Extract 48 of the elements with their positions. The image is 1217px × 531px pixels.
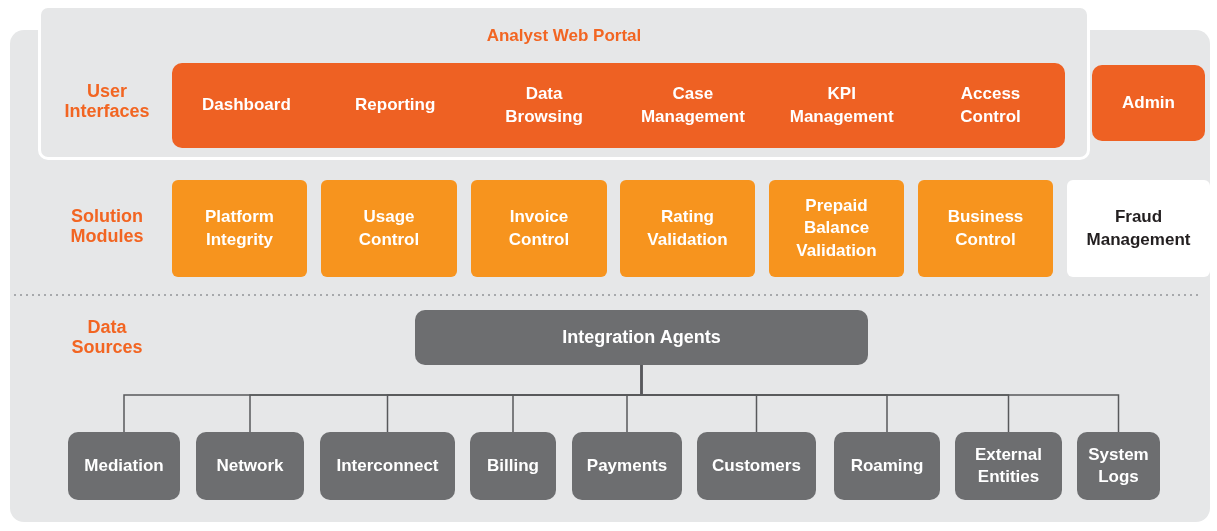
box-label: System Logs: [1087, 443, 1150, 488]
source-box: [470, 432, 556, 500]
box-label: Admin: [1122, 91, 1175, 114]
portal-panel: [38, 5, 1090, 160]
box-label: Usage Control: [357, 206, 421, 251]
source-box: [415, 310, 868, 365]
box-label: Billing: [487, 454, 539, 477]
source-box: [320, 432, 455, 500]
box-label: Platform Integrity: [204, 206, 275, 251]
module-box: [321, 180, 457, 277]
menu-item: Case Management: [639, 83, 746, 128]
box-label: Invoice Control: [507, 206, 571, 251]
module-box: [769, 180, 904, 277]
source-box: [697, 432, 816, 500]
source-box: [68, 432, 180, 500]
box-label: Payments: [586, 454, 668, 477]
source-box: [1077, 432, 1160, 500]
box-label: Prepaid Balance Validation: [795, 195, 878, 262]
box-label: Interconnect: [336, 454, 439, 477]
module-box: [172, 180, 307, 277]
menu-item: Access Control: [959, 83, 1022, 128]
menu-item: Reporting: [354, 94, 437, 117]
menu-bar: [172, 63, 1065, 148]
box-label: Roaming: [850, 454, 924, 477]
source-box: [834, 432, 940, 500]
module-box: [620, 180, 755, 277]
panel-heading: Analyst Web Portal: [485, 25, 643, 47]
menu-item: Data Browsing: [504, 83, 584, 128]
box-label: Business Control: [946, 206, 1025, 251]
source-box: [955, 432, 1062, 500]
module-box: [471, 180, 607, 277]
module-box: [918, 180, 1053, 277]
module-box: [1067, 180, 1210, 277]
box-label: External Entities: [973, 443, 1044, 488]
layer-label: Solution Modules: [69, 207, 145, 247]
box-label: Customers: [712, 454, 801, 477]
source-box: [196, 432, 304, 500]
admin-box: [1092, 65, 1205, 141]
menu-item: KPI Management: [788, 83, 895, 128]
layer-label: User Interfaces: [63, 82, 151, 122]
box-label: Network: [216, 454, 284, 477]
layer-label: Data Sources: [70, 318, 144, 358]
box-label: Fraud Management: [1085, 206, 1192, 251]
source-box: [572, 432, 682, 500]
box-label: Integration Agents: [562, 325, 721, 349]
box-label: Mediation: [84, 454, 164, 477]
box-label: Rating Validation: [646, 206, 729, 251]
menu-item: Dashboard: [201, 94, 292, 117]
